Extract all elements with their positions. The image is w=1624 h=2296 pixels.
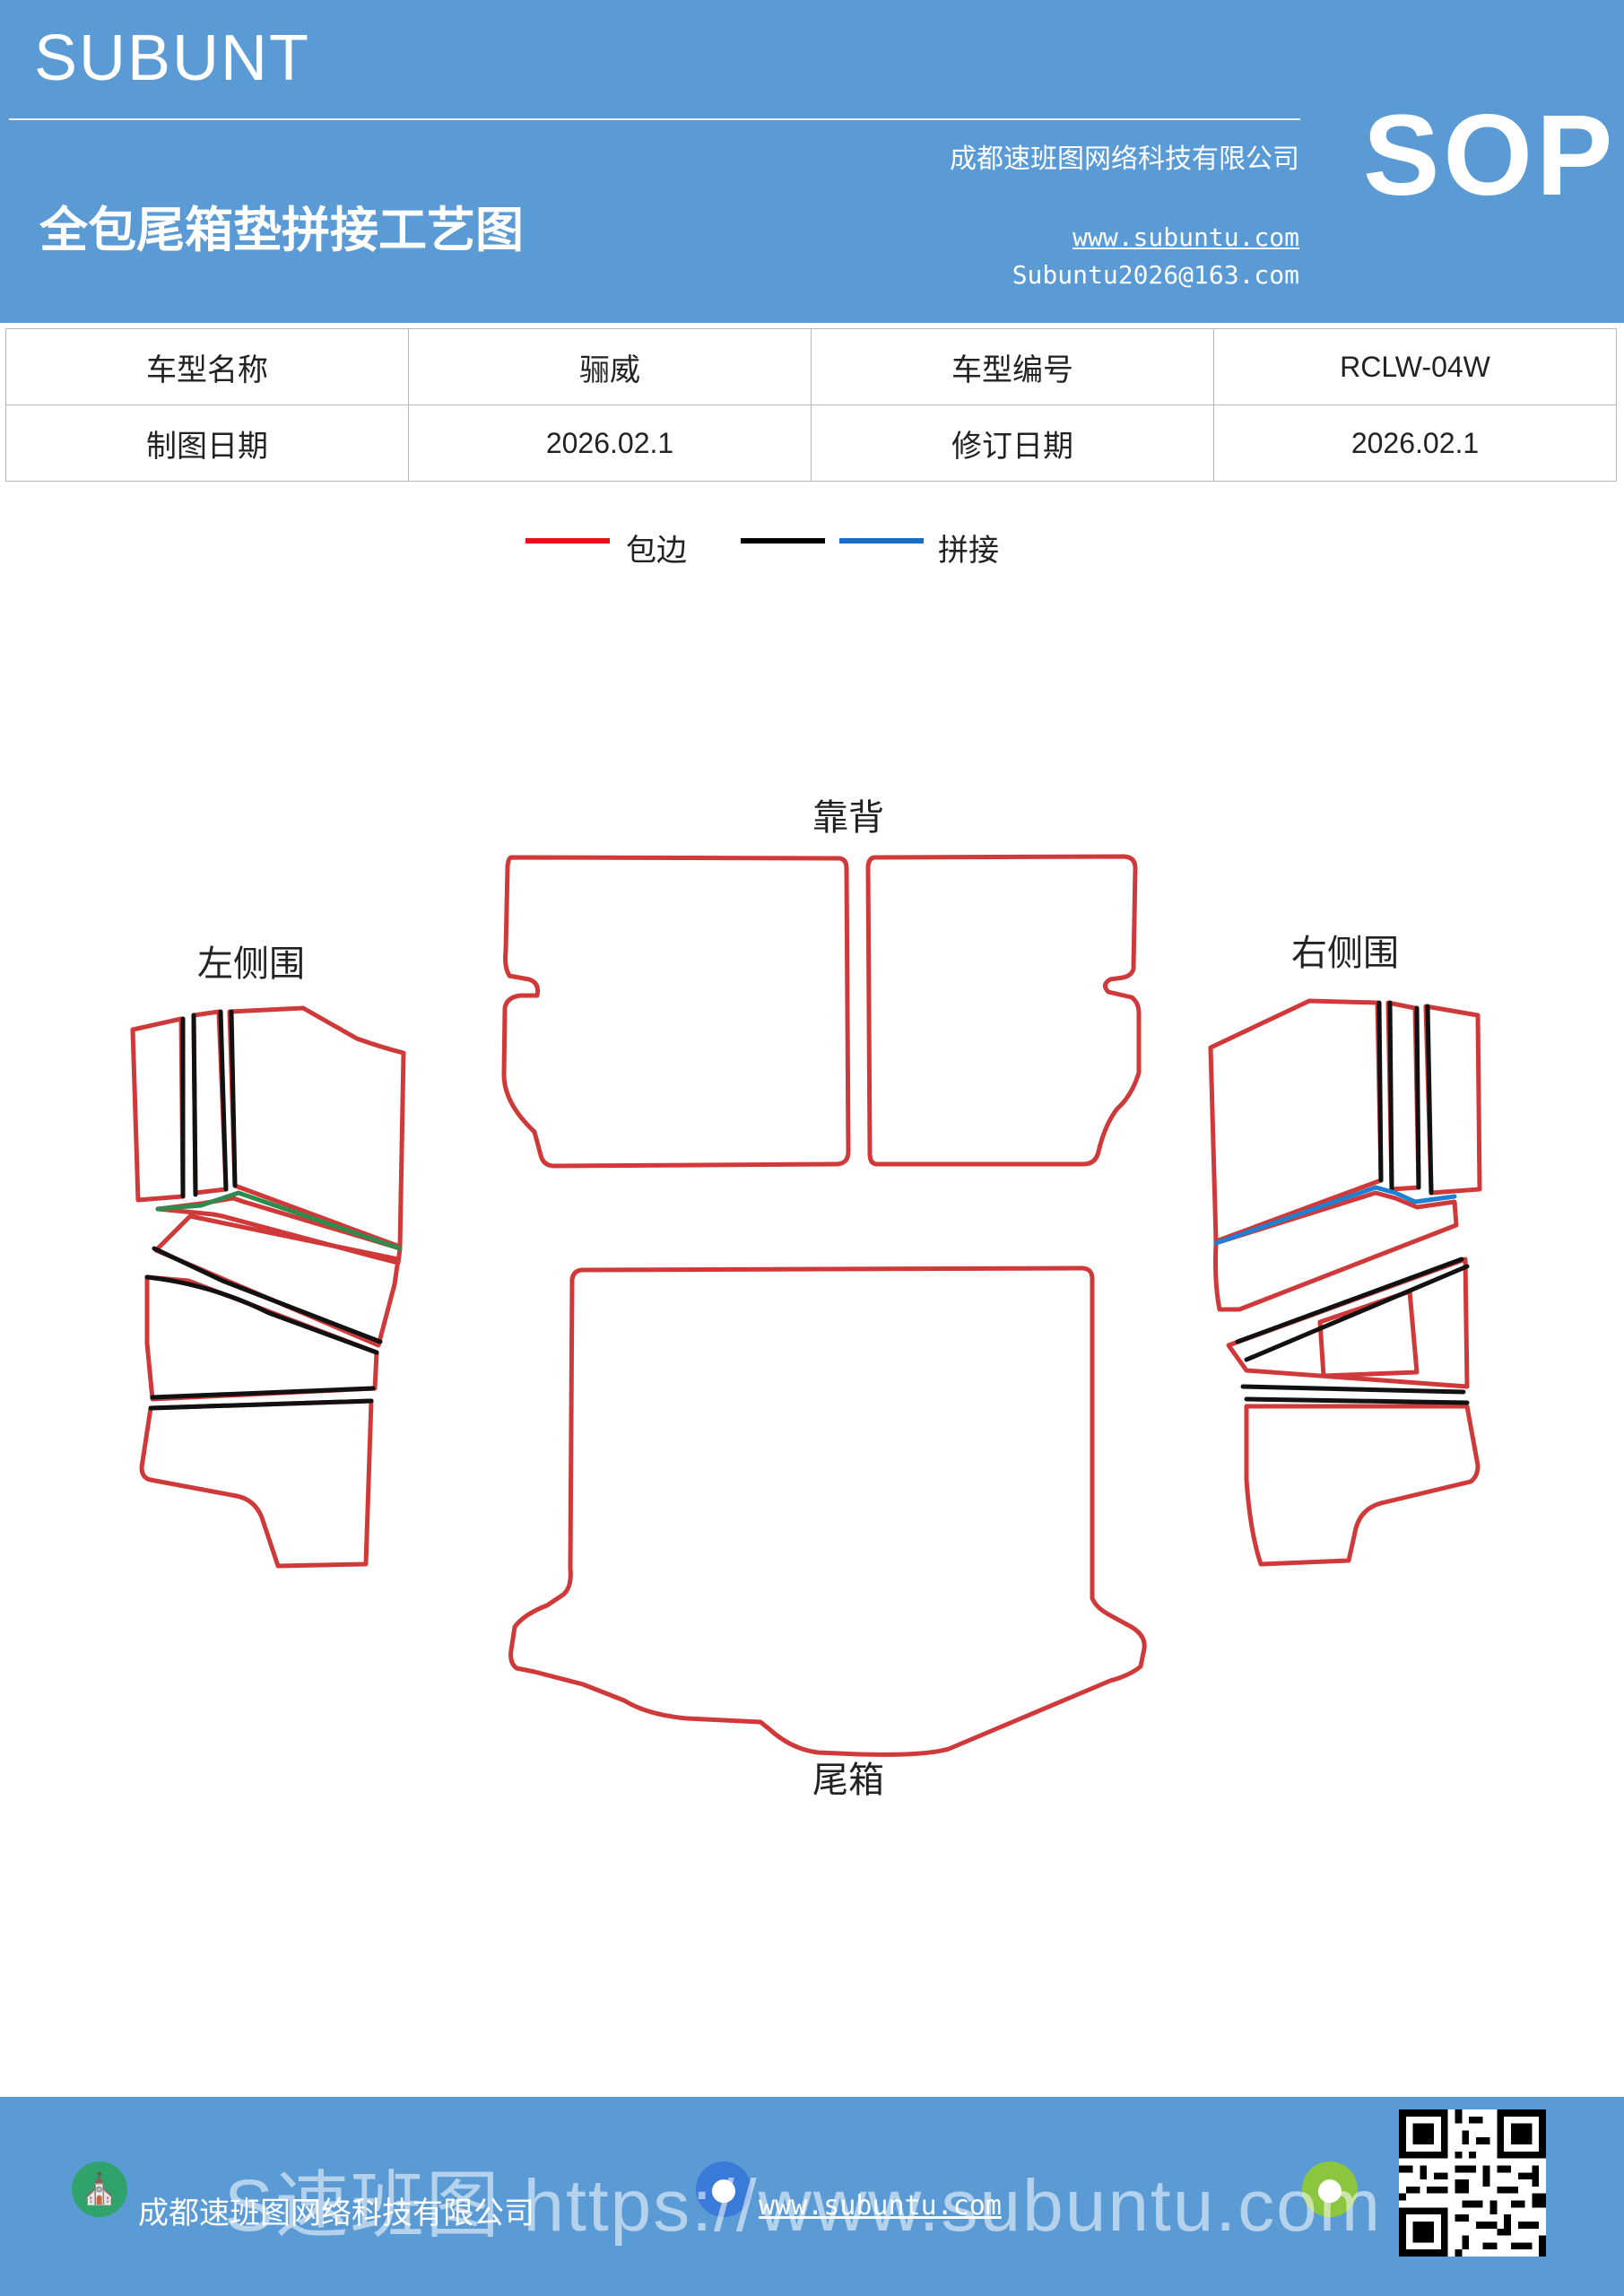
left-seam-8 (148, 1398, 374, 1411)
backrest-left-panel (501, 855, 851, 1169)
revision-date-label: 修订日期 (811, 404, 1214, 482)
header-divider (9, 118, 1300, 120)
footer-watermark-text: S速班图 https://www.subuntu.com (224, 2165, 1383, 2247)
right-seam-4 (1425, 1004, 1434, 1196)
label-left-side: 左侧围 (197, 944, 305, 985)
label-backrest: 靠背 (812, 797, 884, 839)
draw-date-label: 制图日期 (5, 404, 409, 482)
draw-date-value: 2026.02.1 (408, 404, 812, 482)
left-seam-5 (152, 1246, 383, 1344)
company-name: 成都速班图网络科技有限公司 (950, 144, 1299, 175)
model-name-label: 车型名称 (5, 328, 409, 405)
email-address: Subuntu2026@163.com (1012, 260, 1299, 290)
left-seam-3 (218, 1009, 229, 1192)
left-seam-7 (150, 1386, 376, 1400)
left-seam-6 (144, 1274, 379, 1355)
right-seam-3 (1414, 1005, 1421, 1190)
trunk-floor-panel (508, 1265, 1147, 1757)
globe-icon: ● (696, 2161, 751, 2217)
qr-code (1399, 2109, 1546, 2257)
left-side-bottom (139, 1398, 374, 1569)
legend-label-edge: 包边 (626, 533, 687, 569)
footer-banner: ⛪ 成都速班图网络科技有限公司 ● www.subuntu.com ● S速班图… (0, 2097, 1624, 2296)
building-icon: ⛪ (72, 2161, 127, 2217)
footer-website-link[interactable]: www.subuntu.com (759, 2190, 1002, 2222)
table-row: 车型名称 骊威 车型编号 RCLW-04W (5, 328, 1617, 405)
document-title: 全包尾箱垫拼接工艺图 (39, 202, 524, 258)
backrest-right-panel (865, 854, 1142, 1167)
left-side-wrap-2 (153, 1213, 401, 1348)
footer-company-name: 成都速班图网络科技有限公司 (138, 2196, 534, 2231)
legend-swatch-red (525, 538, 610, 544)
right-seam-8 (1244, 1396, 1470, 1405)
legend-swatch-blue (839, 538, 924, 544)
right-seam-2 (1387, 1000, 1394, 1192)
right-side-main (1208, 998, 1384, 1244)
right-seam-7 (1240, 1384, 1466, 1395)
website-link[interactable]: www.subuntu.com (1073, 222, 1299, 252)
right-seam-blue (1213, 1185, 1457, 1246)
right-side-wrap-2 (1226, 1257, 1470, 1389)
left-side-strip-1 (130, 1016, 186, 1203)
left-side-strip-3 (227, 1005, 406, 1249)
right-side-strip-2 (1423, 1004, 1482, 1196)
left-seam-green (155, 1190, 403, 1251)
left-seam-2 (191, 1013, 198, 1197)
left-seam-4 (229, 1009, 238, 1188)
right-side-wrap-1 (1213, 1190, 1459, 1312)
legend: 包边 拼接 (0, 526, 1624, 570)
wechat-icon: ● (1302, 2161, 1358, 2217)
label-right-side: 右侧围 (1291, 933, 1399, 974)
right-seam-6 (1244, 1264, 1470, 1362)
model-name-value: 骊威 (408, 328, 812, 405)
legend-label-seam: 拼接 (938, 533, 999, 569)
revision-date-value: 2026.02.1 (1213, 404, 1617, 482)
right-seam-5 (1235, 1257, 1464, 1344)
table-row: 制图日期 2026.02.1 修订日期 2026.02.1 (5, 404, 1617, 482)
label-trunk: 尾箱 (812, 1760, 884, 1801)
model-code-value: RCLW-04W (1213, 328, 1617, 405)
right-side-bottom (1244, 1404, 1481, 1567)
vehicle-info-table: 车型名称 骊威 车型编号 RCLW-04W 制图日期 2026.02.1 修订日… (5, 328, 1617, 482)
brand-logo: SUBUNT (34, 22, 311, 94)
legend-swatch-black (741, 538, 825, 544)
sop-badge: SOP (1363, 91, 1617, 220)
header-banner: SUBUNT 全包尾箱垫拼接工艺图 成都速班图网络科技有限公司 www.subu… (0, 0, 1624, 323)
model-code-label: 车型编号 (811, 328, 1214, 405)
right-seam-1 (1376, 1000, 1384, 1183)
